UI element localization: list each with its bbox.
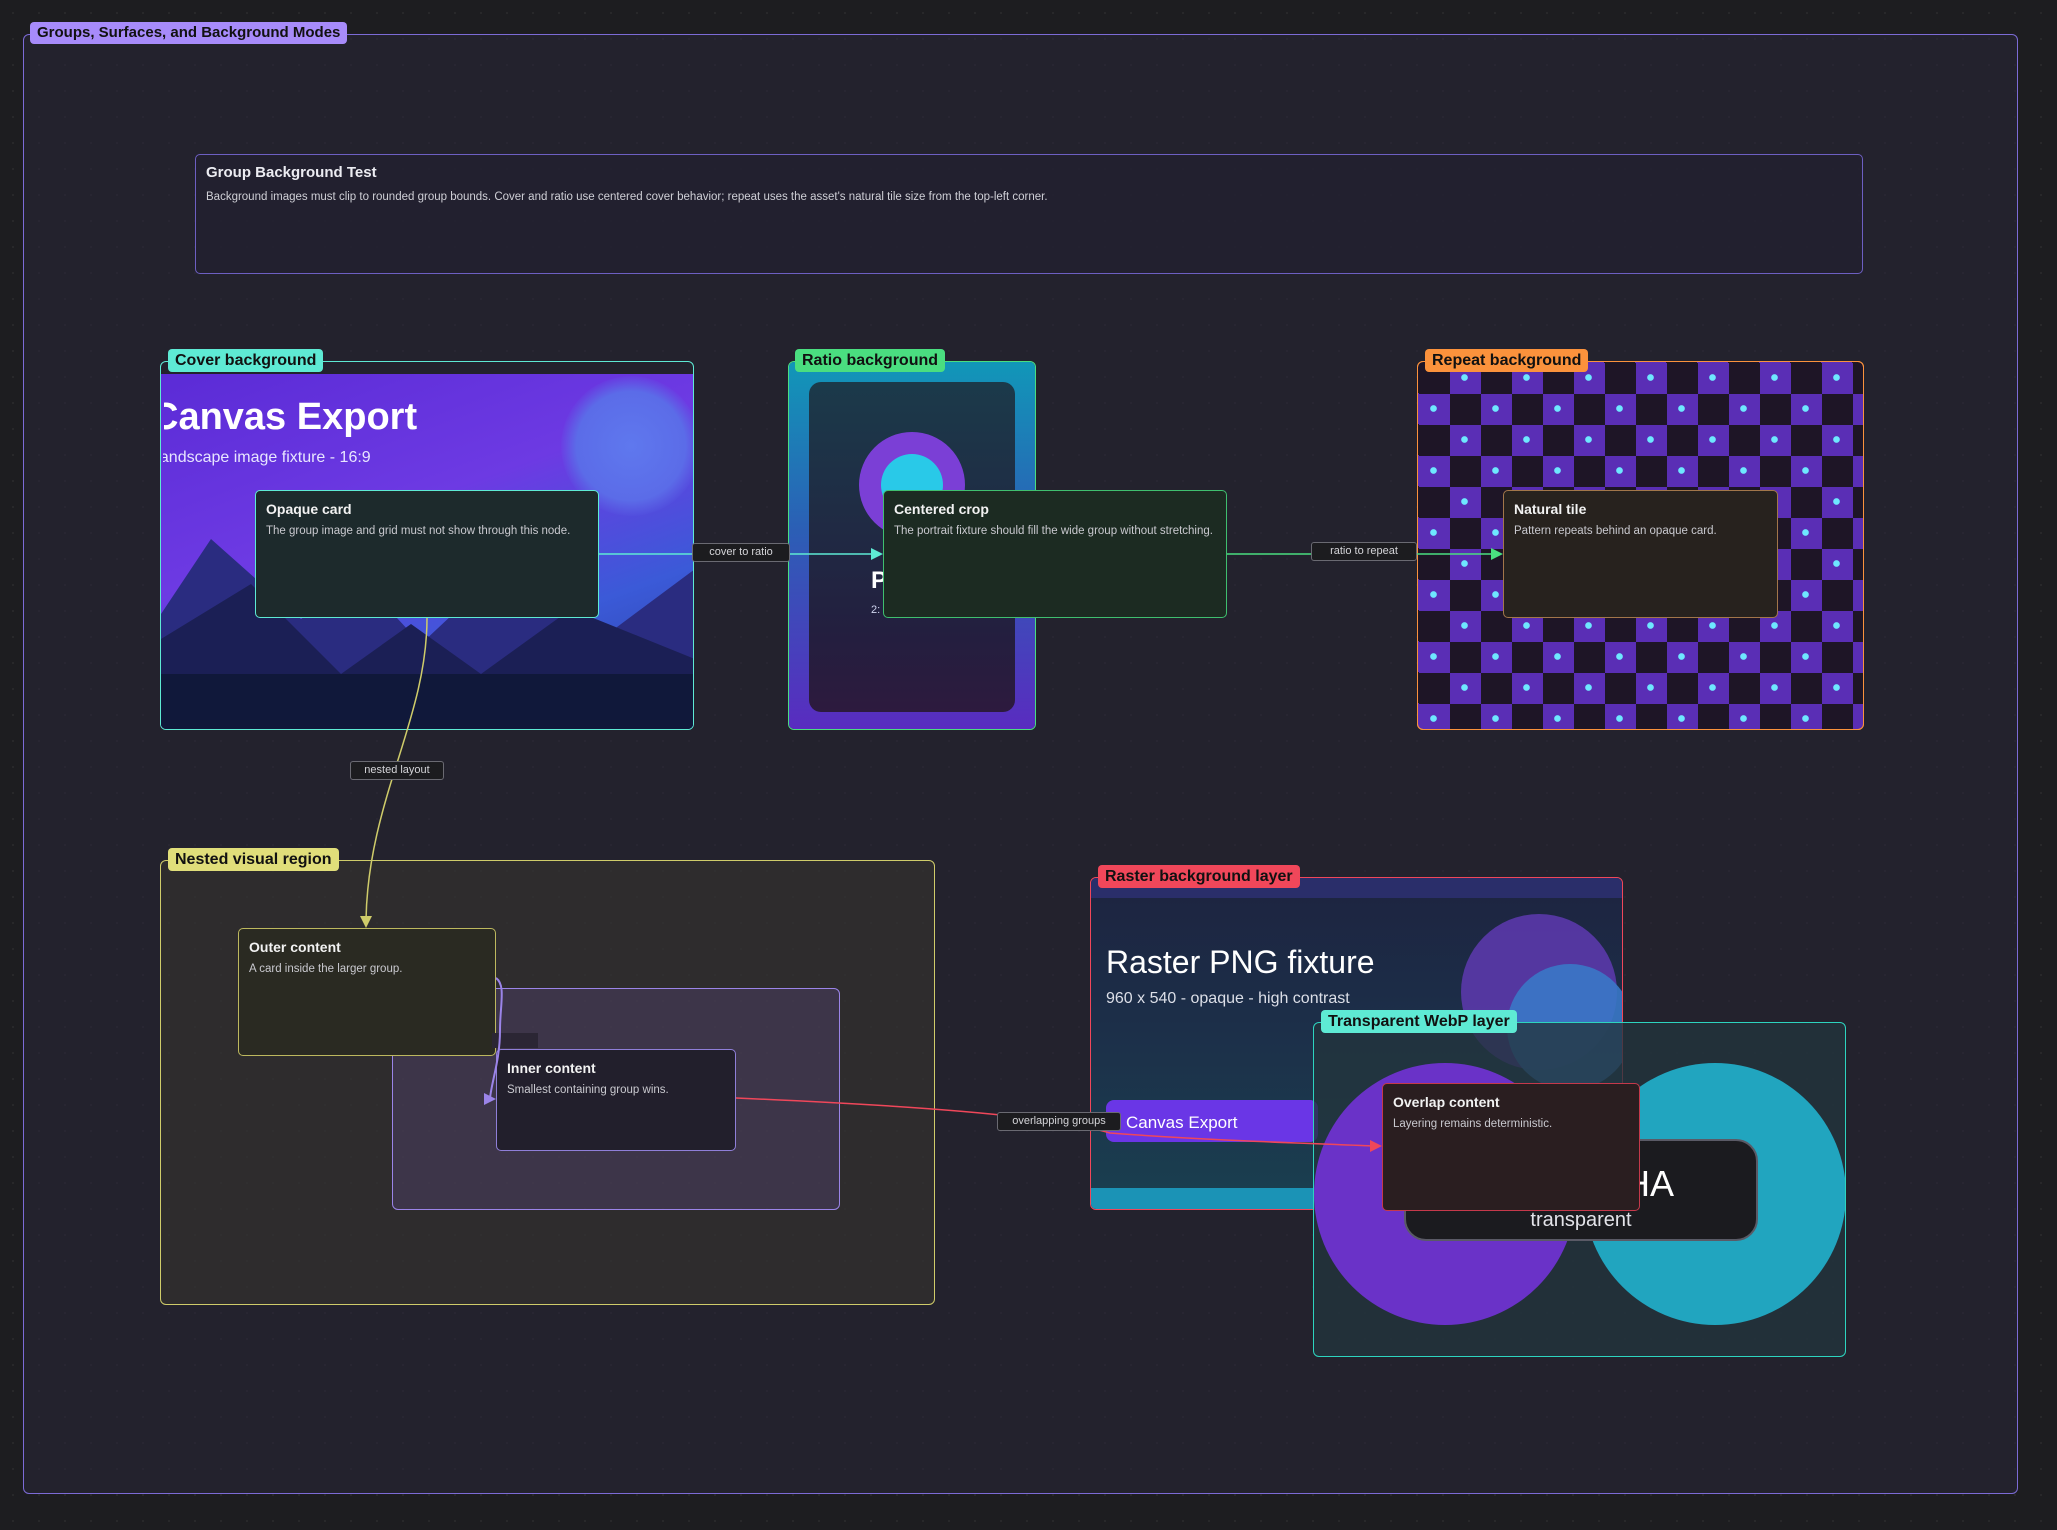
ratio-group-label: Ratio background <box>795 349 946 372</box>
webp-group-label: Transparent WebP layer <box>1321 1010 1517 1033</box>
natural-tile-title: Natural tile <box>1514 501 1587 517</box>
webp-image-caption: transparent <box>1530 1209 1632 1231</box>
inner-content-card[interactable]: Inner content Smallest containing group … <box>496 1049 736 1151</box>
nested-group-label: Nested visual region <box>168 848 339 871</box>
edge-label-cover-to-ratio[interactable]: cover to ratio <box>692 543 790 562</box>
intro-description: Background images must clip to rounded g… <box>206 191 1048 203</box>
raster-image-title: Raster PNG fixture <box>1106 944 1375 980</box>
inner-content-title: Inner content <box>507 1060 596 1076</box>
raster-image-subtitle: 960 x 540 - opaque - high contrast <box>1106 990 1350 1007</box>
repeat-group-border <box>1417 361 1864 730</box>
intro-note[interactable]: Group Background Test Background images … <box>195 154 1863 274</box>
centered-crop-card[interactable]: Centered crop The portrait fixture shoul… <box>883 490 1227 618</box>
overlap-content-description: Layering remains deterministic. <box>1393 1118 1553 1130</box>
overlap-content-card[interactable]: Overlap content Layering remains determi… <box>1382 1083 1640 1211</box>
natural-tile-description: Pattern repeats behind an opaque card. <box>1514 525 1717 537</box>
repeat-group-label: Repeat background <box>1425 349 1589 372</box>
edge-label-nested-layout[interactable]: nested layout <box>350 761 444 780</box>
raster-export-button: Canvas Export <box>1106 1100 1318 1142</box>
cover-image-subtitle: Landscape image fixture - 16:9 <box>161 449 371 466</box>
outer-content-card[interactable]: Outer content A card inside the larger g… <box>238 928 496 1056</box>
raster-export-button-label: Canvas Export <box>1126 1113 1238 1132</box>
cover-group-label: Cover background <box>168 349 324 372</box>
outer-content-title: Outer content <box>249 939 341 955</box>
portrait-caption: 2: <box>871 604 881 616</box>
opaque-card-title: Opaque card <box>266 501 352 517</box>
centered-crop-title: Centered crop <box>894 501 989 517</box>
outer-content-description: A card inside the larger group. <box>249 963 403 975</box>
natural-tile-card[interactable]: Natural tile Pattern repeats behind an o… <box>1503 490 1778 618</box>
centered-crop-description: The portrait fixture should fill the wid… <box>894 525 1213 537</box>
intro-title: Group Background Test <box>206 164 377 181</box>
opaque-card[interactable]: Opaque card The group image and grid mus… <box>255 490 599 618</box>
overlap-content-title: Overlap content <box>1393 1094 1500 1110</box>
edge-label-overlapping-groups[interactable]: overlapping groups <box>997 1112 1121 1131</box>
root-group-label: Groups, Surfaces, and Background Modes <box>30 22 348 44</box>
raster-group-label: Raster background layer <box>1098 865 1300 888</box>
edge-label-ratio-to-repeat[interactable]: ratio to repeat <box>1311 542 1417 561</box>
inner-group-label: Inner visual region <box>492 1033 538 1048</box>
cover-image-title: Canvas Export <box>161 396 418 438</box>
inner-content-description: Smallest containing group wins. <box>507 1084 669 1096</box>
opaque-card-description: The group image and grid must not show t… <box>266 525 571 537</box>
